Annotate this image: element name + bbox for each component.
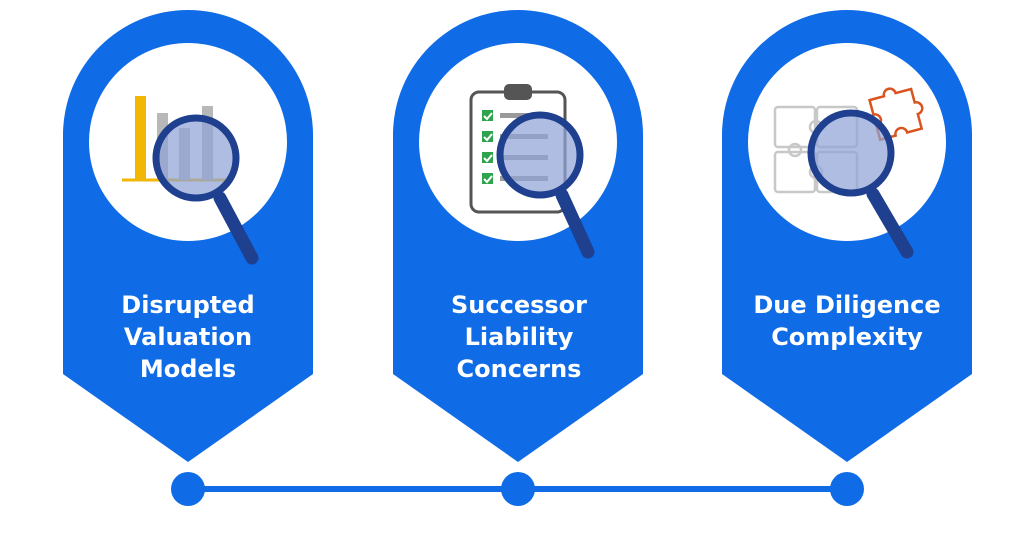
step-pin-2 xyxy=(393,10,643,462)
step-pin-3 xyxy=(722,10,972,462)
step-2-label: Successor Liability Concerns xyxy=(424,289,614,385)
step-2-line-1: Successor xyxy=(451,291,587,319)
clipboard-checklist-magnifier-icon xyxy=(469,84,595,259)
step-1-line-3: Models xyxy=(139,355,237,383)
timeline-node-2 xyxy=(501,472,535,506)
step-3-label: Due Diligence Complexity xyxy=(752,289,942,353)
timeline-node-1 xyxy=(171,472,205,506)
bar-chart-magnifier-icon xyxy=(122,96,259,265)
timeline-node-3 xyxy=(830,472,864,506)
step-2-line-2: Liability xyxy=(464,323,574,351)
step-3-line-2: Complexity xyxy=(771,323,923,351)
step-1-label: Disrupted Valuation Models xyxy=(93,289,283,385)
step-1-line-2: Valuation xyxy=(123,323,253,351)
step-1-line-1: Disrupted xyxy=(121,291,255,319)
puzzle-magnifier-icon xyxy=(773,87,924,259)
step-pin-1 xyxy=(63,10,313,462)
step-2-line-3: Concerns xyxy=(456,355,582,383)
step-3-line-1: Due Diligence xyxy=(753,291,941,319)
timeline xyxy=(171,472,864,506)
